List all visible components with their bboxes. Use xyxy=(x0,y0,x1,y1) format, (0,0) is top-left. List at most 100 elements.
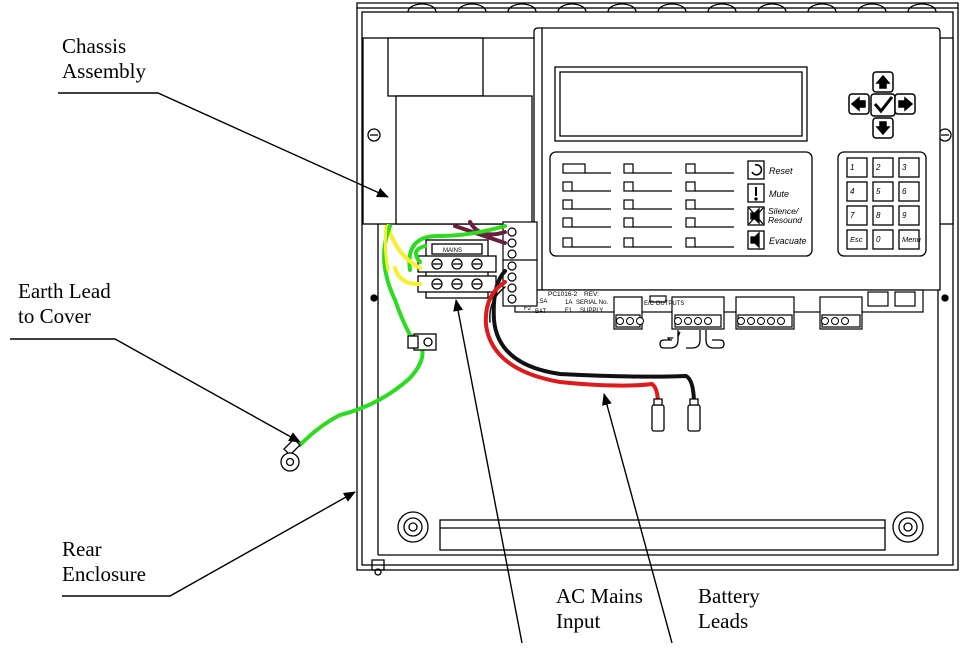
rear-enclosure-label: Rear Enclosure xyxy=(62,537,146,587)
led-indicator xyxy=(685,237,734,248)
mute-button[interactable] xyxy=(747,183,765,203)
pcb-serial: SERIAL No. xyxy=(576,300,608,306)
pcb-connector-mains xyxy=(502,221,538,307)
ac-label-line1: AC Mains xyxy=(556,584,643,608)
mounting-boss-right xyxy=(892,511,924,543)
led-indicator xyxy=(623,163,672,174)
mains-block-label: MAINS xyxy=(443,248,462,254)
pcb-fuse-f2: F2 xyxy=(524,306,532,312)
ac-label-line2: Input xyxy=(556,609,601,633)
chassis-label-line1: Chassis xyxy=(62,34,127,58)
keypad-key-label: 9 xyxy=(902,211,907,220)
pcb-amp-1-5: 1.5A xyxy=(535,299,547,305)
battery-lead-black xyxy=(491,269,696,407)
keypad-key-label: 5 xyxy=(876,187,881,196)
earth-stud xyxy=(407,333,437,351)
terminal-screw xyxy=(767,317,775,325)
battery-lead-red xyxy=(483,280,660,407)
mains-terminal-block xyxy=(417,239,497,299)
keypad-key[interactable]: 4 xyxy=(846,181,868,202)
earth-label-line2: to Cover xyxy=(18,304,91,328)
keypad-key[interactable]: 1 xyxy=(846,157,868,178)
earth-wire-pcb xyxy=(407,224,507,272)
battery-label-line2: Leads xyxy=(698,609,749,633)
battery-connector-red xyxy=(651,404,665,432)
neutral-wire-b xyxy=(393,266,422,287)
cable-clamps xyxy=(659,330,725,349)
led-indicator xyxy=(685,199,734,210)
silence-resound-button[interactable] xyxy=(747,206,765,226)
reset-label: Reset xyxy=(769,166,793,176)
battery-label-line1: Battery xyxy=(698,584,760,608)
keypad-key[interactable]: Menu xyxy=(898,229,922,250)
led-indicator xyxy=(562,181,611,192)
earth-lead-to-cover xyxy=(298,224,425,447)
callout-leaders xyxy=(10,92,673,644)
wires xyxy=(298,220,696,447)
battery-leader xyxy=(602,393,673,644)
led-indicator xyxy=(685,217,734,228)
ac-leader xyxy=(453,299,523,644)
keypad-key[interactable]: 3 xyxy=(898,157,920,178)
mains-wire-b xyxy=(453,224,507,245)
terminal-screw xyxy=(636,317,644,325)
led-indicators xyxy=(562,163,734,248)
terminal-screws xyxy=(616,317,849,325)
led-indicator xyxy=(685,181,734,192)
reset-button[interactable] xyxy=(747,160,765,180)
keypad-key-label: 1 xyxy=(850,163,854,172)
earth-ring-terminal xyxy=(280,438,301,472)
terminal-block-zones2 xyxy=(819,296,863,330)
mute-label: Mute xyxy=(769,189,789,199)
pcb-bat: BAT xyxy=(535,309,547,315)
battery-connector-black xyxy=(687,404,701,432)
silence-label: Silence/ xyxy=(768,206,800,216)
terminal-screw xyxy=(626,317,634,325)
terminal-screw xyxy=(777,317,785,325)
rear-label-line1: Rear xyxy=(62,537,102,561)
navigation-keys[interactable] xyxy=(848,71,916,139)
terminal-screw xyxy=(831,317,839,325)
terminal-screw xyxy=(841,317,849,325)
earth-wire-block xyxy=(414,244,427,264)
led-indicator xyxy=(562,217,611,228)
led-indicator xyxy=(562,199,611,210)
evacuate-button[interactable] xyxy=(747,230,765,250)
keypad-key[interactable]: 2 xyxy=(872,157,894,178)
keypad-key-label: 2 xyxy=(875,163,881,172)
chassis-assembly-label: Chassis Assembly xyxy=(62,34,146,84)
terminal-screw xyxy=(684,317,692,325)
terminal-screw xyxy=(616,317,624,325)
chassis-label-line2: Assembly xyxy=(62,59,146,83)
keypad-key-label: Esc xyxy=(850,235,863,244)
mounting-boss-left xyxy=(397,511,429,543)
terminal-screw xyxy=(674,317,682,325)
keypad-key[interactable]: 8 xyxy=(872,205,894,226)
battery-leads-label: Battery Leads xyxy=(698,584,760,634)
battery-connectors xyxy=(651,398,701,432)
led-indicator xyxy=(562,237,611,248)
top-knockouts xyxy=(407,3,937,13)
led-indicator xyxy=(623,237,672,248)
led-indicator xyxy=(623,199,672,210)
keypad-key-label: 6 xyxy=(902,187,907,196)
keypad-key[interactable]: 0 xyxy=(872,229,894,250)
pcb-fuse-f1: F1 xyxy=(565,308,573,314)
terminal-screw xyxy=(737,317,745,325)
led-indicator xyxy=(623,217,672,228)
pcb-supply: SUPPLY xyxy=(580,308,603,314)
control-buttons xyxy=(747,160,765,250)
keypad-key[interactable]: 6 xyxy=(898,181,920,202)
keypad-key[interactable]: Esc xyxy=(846,229,868,250)
keypad-key-label: 8 xyxy=(876,211,881,220)
keypad-key[interactable]: 7 xyxy=(846,205,868,226)
keypad-key[interactable]: 9 xyxy=(898,205,920,226)
mains-wire-a xyxy=(468,220,507,237)
ac-mains-label: AC Mains Input xyxy=(556,584,643,634)
terminal-screw xyxy=(821,317,829,325)
keypad-key[interactable]: 5 xyxy=(872,181,894,202)
terminal-screw xyxy=(757,317,765,325)
keypad-key-label: 4 xyxy=(850,187,855,196)
